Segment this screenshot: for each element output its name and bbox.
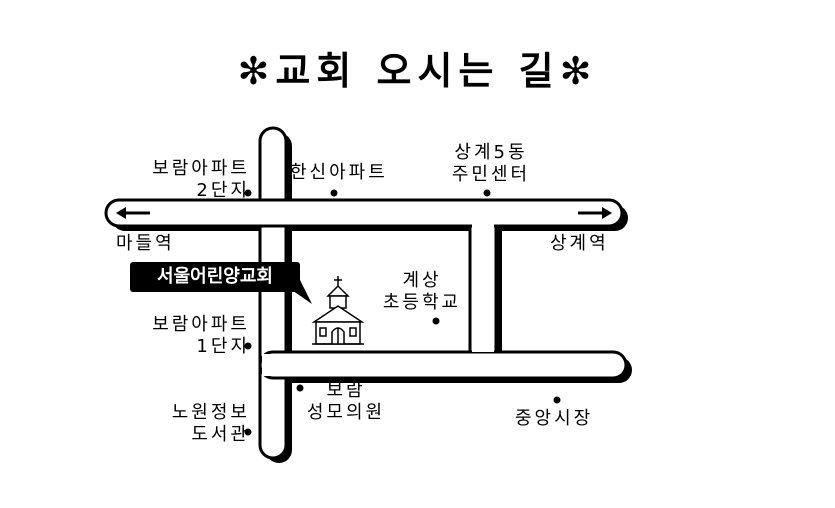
marker-nowon-library xyxy=(244,428,252,436)
place-hansin-apt: 한신아파트 xyxy=(290,162,388,183)
place-line: 보람아파트 xyxy=(152,158,250,179)
markers xyxy=(244,189,561,436)
place-line: 보람 xyxy=(326,380,366,401)
place-line: 보람아파트 xyxy=(152,314,250,335)
place-line: 상계5동 xyxy=(454,142,528,163)
place-bolam-apt-2: 보람아파트 2단지 xyxy=(130,158,250,202)
marker-hansin-apt xyxy=(330,189,338,197)
arrow-left-icon xyxy=(116,207,150,219)
place-line: 1단지 xyxy=(196,336,250,357)
marker-sanggye5 xyxy=(483,189,491,197)
place-line: 성모의원 xyxy=(306,402,386,423)
place-sanggye5: 상계5동 주민센터 xyxy=(436,142,546,186)
place-line: 도서관 xyxy=(191,424,250,445)
arrow-right-icon xyxy=(578,207,612,219)
church-name-badge: 서울어린양교회 xyxy=(130,262,300,292)
place-jungang-market: 중앙시장 xyxy=(515,408,594,429)
place-madeul-station: 마들역 xyxy=(116,233,175,254)
place-bolam-apt-1: 보람아파트 1단지 xyxy=(130,314,250,358)
road-intersections xyxy=(262,202,494,376)
place-nowon-library: 노원정보 도서관 xyxy=(140,402,250,446)
marker-gyesang-school xyxy=(432,317,440,325)
place-line: 주민센터 xyxy=(451,164,531,185)
place-line: 초등학교 xyxy=(382,292,462,313)
place-line: 2단지 xyxy=(196,180,250,201)
place-sanggye-station: 상계역 xyxy=(550,233,609,254)
place-bolam-clinic: 보람 성모의원 xyxy=(296,380,396,424)
church-icon xyxy=(311,276,365,345)
map-title: ✻교회 오시는 길✻ xyxy=(237,49,598,93)
marker-bolam-apt-1 xyxy=(244,342,252,350)
place-gyesang-school: 계상 초등학교 xyxy=(372,270,472,314)
marker-jungang-market xyxy=(553,396,561,404)
marker-bolam-clinic xyxy=(296,384,304,392)
place-line: 계상 xyxy=(402,270,442,291)
marker-bolam-apt-2 xyxy=(244,189,252,197)
place-line: 노원정보 xyxy=(171,402,250,423)
